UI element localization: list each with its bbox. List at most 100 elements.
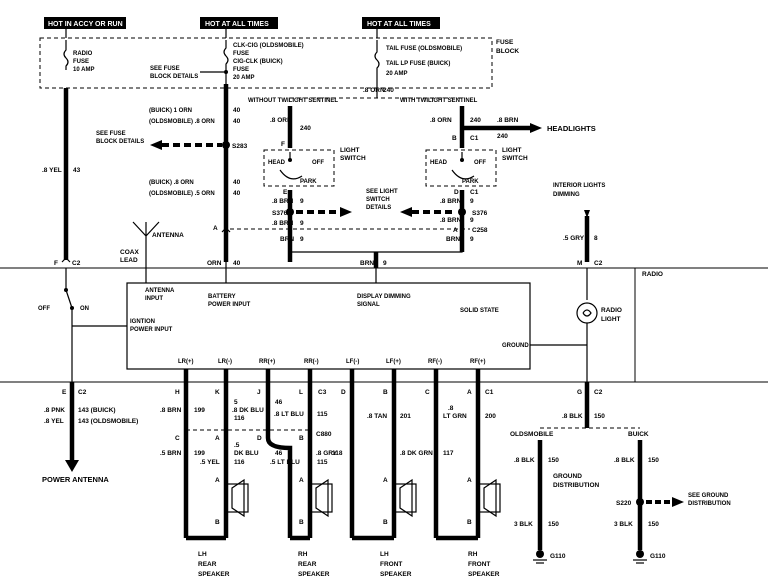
see-ls-3: DETAILS [366,205,391,211]
spk2-n3: SPEAKER [298,571,330,578]
pa-yel-ckt: 143 (OLDSMOBILE) [78,418,138,425]
buick-orn: (BUICK) 1 ORN [149,108,192,114]
header-accy-run [44,17,126,29]
radio-ignition-2: POWER INPUT [130,327,173,333]
left-off: OFF [312,160,324,166]
header-accy-run-text: HOT IN ACCY OR RUN [48,21,123,28]
yel-wire-ckt: 43 [73,167,81,174]
tail-fuse-l3: 20 AMP [386,71,407,77]
fuse-see-details-2: BLOCK DETAILS [150,74,198,80]
right-ckt9-3: 9 [470,236,474,243]
radio-solid-state-box [126,282,531,370]
spk2-b: B [299,519,304,526]
conn-b-mid: B [299,435,304,442]
radio-light-icon [576,302,598,324]
right-park: PARK [462,179,479,185]
left-brn-2: .8 BRN [272,220,294,227]
gnd-blk: .8 BLK [562,413,583,420]
w2-top: .8 DK BLU [232,407,264,414]
right-ckt9-2: 9 [470,217,474,224]
radio-ignition-1: IGNTION [130,319,155,325]
spk2-n1: RH [298,551,308,558]
ign-off: OFF [38,306,50,312]
with-twilight: WITH TWILIGHT SENTINEL [400,98,478,104]
conn-a-top: A [467,389,472,396]
right-ls-label-2: SWITCH [502,155,528,162]
gnd-buick: BUICK [628,431,649,438]
conn-c-top: C [425,389,430,396]
speaker-lh-rear [186,478,249,541]
s283-label: S283 [232,143,248,150]
c880-label: C880 [316,431,332,438]
left-brn-1: .8 BRN [272,198,294,205]
w5-top: .8 [448,405,454,412]
gnd-olds-3ckt: 150 [548,521,559,528]
interior-c2: C2 [594,260,603,267]
conn-d-top: D [341,389,346,396]
left-park: PARK [300,179,317,185]
conn-h: H [175,389,180,396]
brn-9-ckt: 9 [383,260,387,267]
right-ls-orn: .8 ORN [430,117,452,124]
ground-g110-left-icon [533,550,547,564]
see-fuse-1: SEE FUSE [96,131,126,137]
spk3-n3: SPEAKER [380,571,412,578]
radio-battery-2: POWER INPUT [208,302,251,308]
ground-g110-right-icon [633,550,647,564]
yel-conn-c2: C2 [72,260,81,267]
w4-bot: .8 GRY [316,450,338,457]
radio-antenna-input-1: ANTENNA [145,288,175,294]
spk1-n3: SPEAKER [198,571,230,578]
out-lr-plus: LR(+) [178,359,194,365]
right-off: OFF [474,160,486,166]
w2-bot: DK BLU [234,450,259,457]
right-s376: S376 [472,210,488,217]
pa-yel: .8 YEL [44,418,64,425]
right-ls-label-1: LIGHT [502,147,522,154]
see-ls-2: SWITCH [366,197,390,203]
spk3-n2: FRONT [380,561,402,568]
radio-fuse-l3: 10 AMP [73,67,94,73]
out-lf-minus: LF(-) [346,359,359,365]
radio-solid-state: SOLID STATE [460,308,499,314]
without-twilight: WITHOUT TWILIGHT SENTINEL [248,98,338,104]
interior-2: DIMMING [553,192,580,198]
spk4-n3: SPEAKER [468,571,500,578]
left-s376: S376 [272,210,288,217]
fuse-block-label-2: BLOCK [496,48,519,55]
right-ls-ckt: 240 [470,117,481,124]
see-fuse-arrow [150,140,162,150]
right-ckt9-1: 9 [470,198,474,205]
pa-pnk-ckt: 143 (BUICK) [78,407,116,414]
right-conn-c1: C1 [470,135,479,142]
left-light-switch-box [263,149,335,187]
headlights-label: HEADLIGHTS [547,124,596,133]
s220-label: S220 [616,500,632,507]
w2-bot-c: 116 [234,459,245,466]
antenna-label: ANTENNA [152,232,184,239]
header-all-times-1-text: HOT AT ALL TIMES [205,21,269,28]
clk-cig-l1: CLK-CIG (OLDSMOBILE) [233,43,304,49]
conn-k: K [215,389,220,396]
ckt40-c: 40 [233,179,241,186]
orn-ckt: 40 [233,260,241,267]
ckt40-d: 40 [233,190,241,197]
radio-ground: GROUND [502,343,529,349]
gnd-olds-blk: .8 BLK [514,457,535,464]
gnd-olds: OLDSMOBILE [510,431,554,438]
out-rf-plus: RF(+) [470,359,486,365]
yel-conn-f: F [54,260,58,267]
right-brn-3: BRN [446,236,460,243]
c258-label: C258 [472,227,488,234]
yel-wire-label: .8 YEL [42,167,62,174]
radio-fuse-symbol [63,40,69,70]
w5-top-2: LT GRN [443,413,467,420]
see-ls-1: SEE LIGHT [366,189,398,195]
conn-l: L [299,389,303,396]
conn-a-mid: A [215,435,220,442]
pa-e: E [62,389,67,396]
conn-d-mid: D [257,435,262,442]
gry-label: .5 GRY [563,235,585,242]
gnd-olds-3blk: 3 BLK [514,521,533,528]
w1-top-c: 199 [194,407,205,414]
